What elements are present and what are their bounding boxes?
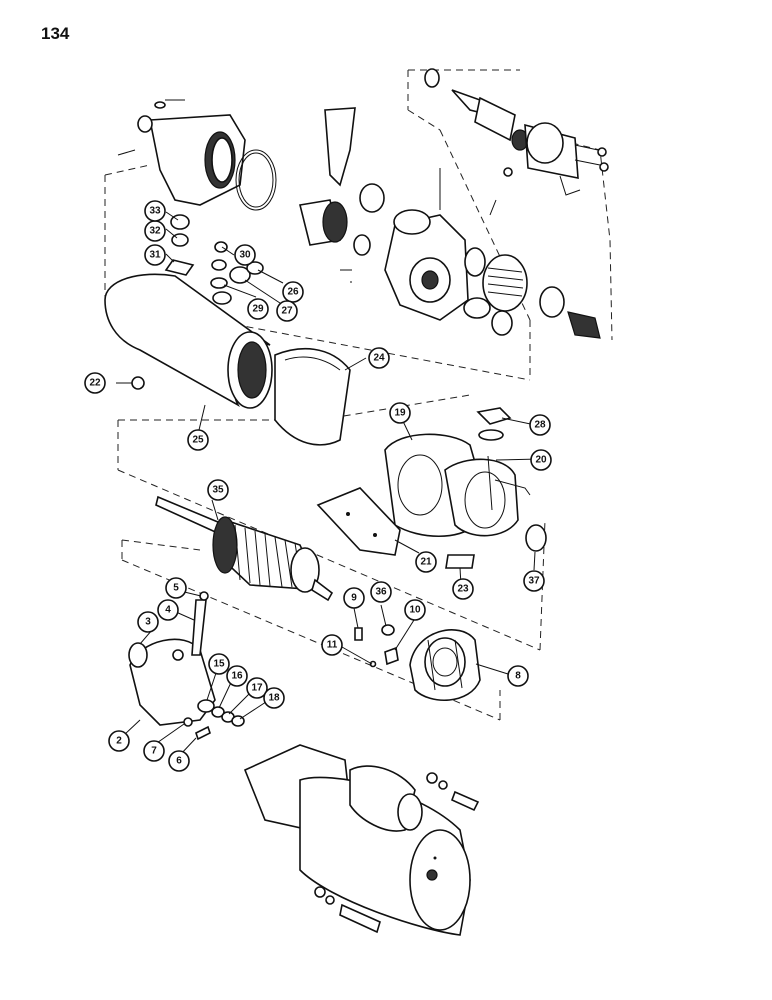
callout-label: 31 xyxy=(149,250,161,261)
callout-label: 15 xyxy=(213,659,225,670)
callout-32: 32 xyxy=(144,220,166,242)
callout-label: 4 xyxy=(165,605,171,616)
callout-label: 24 xyxy=(373,353,385,364)
callout-label: 9 xyxy=(351,593,357,604)
callout-label: 21 xyxy=(420,557,432,568)
callout-24: 24 xyxy=(368,347,390,369)
callout-20: 20 xyxy=(530,449,552,471)
callout-label: 20 xyxy=(535,455,547,466)
callout-10: 10 xyxy=(404,599,426,621)
callout-label: 33 xyxy=(149,206,161,217)
callout-label: 36 xyxy=(375,587,387,598)
callout-label: 16 xyxy=(231,671,243,682)
callout-22: 22 xyxy=(84,372,106,394)
callout-35: 35 xyxy=(207,479,229,501)
callout-25: 25 xyxy=(187,429,209,451)
callout-label: 30 xyxy=(239,250,251,261)
callout-label: 2 xyxy=(116,736,122,747)
group-outlines xyxy=(104,69,613,721)
callout-17: 17 xyxy=(246,677,268,699)
drive-housing xyxy=(117,99,277,211)
pole-shoe-and-insulators xyxy=(316,487,547,569)
callout-26: 26 xyxy=(282,281,304,303)
field-coils xyxy=(384,407,531,538)
callout-label: 8 xyxy=(515,671,521,682)
callout-label: 32 xyxy=(149,226,161,237)
callout-8: 8 xyxy=(507,665,529,687)
callout-label: 5 xyxy=(173,583,179,594)
callout-29: 29 xyxy=(247,298,269,320)
page-number: 134 xyxy=(41,24,70,43)
callout-23: 23 xyxy=(452,578,474,600)
callout-4: 4 xyxy=(157,599,179,621)
callout-label: 22 xyxy=(89,378,101,389)
end-plate xyxy=(128,591,245,741)
callout-11: 11 xyxy=(321,634,343,656)
callout-label: 17 xyxy=(251,683,263,694)
field-frame xyxy=(104,273,273,409)
shift-lever-and-drive xyxy=(299,107,497,256)
callout-3: 3 xyxy=(137,611,159,633)
callout-2: 2 xyxy=(108,730,130,752)
callout-label: 3 xyxy=(145,617,151,628)
center-housing xyxy=(340,209,601,339)
callout-33: 33 xyxy=(144,200,166,222)
callout-31: 31 xyxy=(144,244,166,266)
callout-label: 23 xyxy=(457,584,469,595)
brush-plate xyxy=(354,624,481,701)
callout-5: 5 xyxy=(165,577,187,599)
callout-30: 30 xyxy=(234,244,256,266)
callout-label: 11 xyxy=(327,640,338,651)
callout-label: 6 xyxy=(176,756,182,767)
armature xyxy=(155,495,334,602)
callout-7: 7 xyxy=(143,740,165,762)
callout-6: 6 xyxy=(168,750,190,772)
callout-label: 7 xyxy=(151,746,157,757)
callout-18: 18 xyxy=(263,687,285,709)
callout-label: 29 xyxy=(252,304,264,315)
callout-label: 28 xyxy=(534,420,546,431)
callout-label: 27 xyxy=(281,306,293,317)
callout-label: 10 xyxy=(409,605,421,616)
assembled-starter xyxy=(243,744,480,936)
insulator-band xyxy=(274,347,351,446)
callout-27: 27 xyxy=(276,300,298,322)
callout-label: 25 xyxy=(192,435,204,446)
callout-28: 28 xyxy=(529,414,551,436)
callout-9: 9 xyxy=(343,587,365,609)
terminal-hardware xyxy=(164,214,264,305)
callout-label: 37 xyxy=(528,576,540,587)
callout-19: 19 xyxy=(389,402,411,424)
callout-label: 18 xyxy=(268,693,280,704)
callout-label: 35 xyxy=(212,485,224,496)
callout-16: 16 xyxy=(226,665,248,687)
solenoid xyxy=(424,68,609,196)
callout-21: 21 xyxy=(415,551,437,573)
callout-label: 19 xyxy=(394,408,406,419)
callout-15: 15 xyxy=(208,653,230,675)
callout-37: 37 xyxy=(523,570,545,592)
callout-36: 36 xyxy=(370,581,392,603)
callout-label: 26 xyxy=(287,287,299,298)
